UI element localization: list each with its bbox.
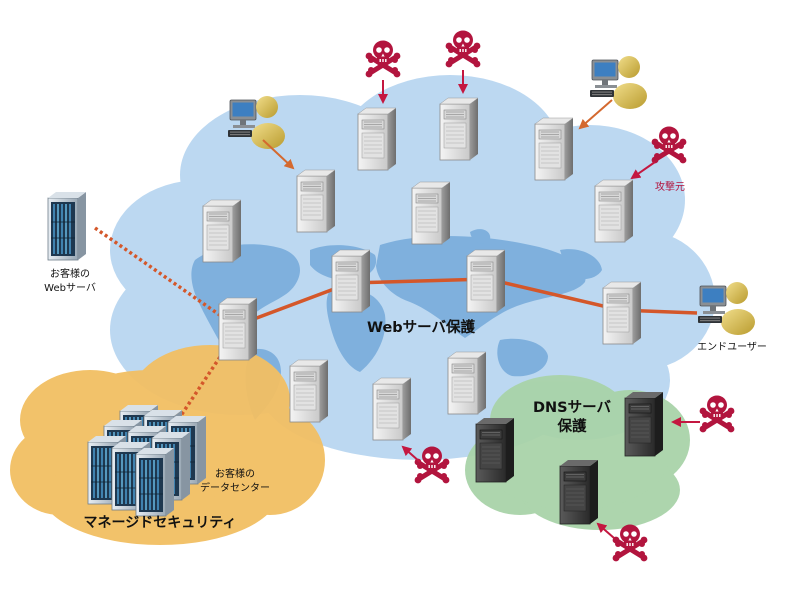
web-protection-label: Webサーバ保護 — [367, 318, 476, 336]
attack-arrows — [378, 70, 700, 539]
skull-crossbones-icon — [700, 396, 735, 433]
rack-server — [135, 447, 175, 517]
dns-server — [559, 459, 599, 525]
skull-crossbones-icon — [613, 525, 648, 562]
dns-protection-label-line2: 保護 — [557, 417, 587, 435]
server — [439, 97, 479, 161]
end-user-label: エンドユーザー — [697, 341, 767, 353]
customer-web-server-label-line2: Webサーバ — [44, 282, 96, 294]
server — [331, 249, 371, 313]
customer-datacenter-label-line2: データセンター — [200, 481, 270, 494]
dns-server — [624, 391, 664, 457]
server — [218, 297, 258, 361]
server — [372, 377, 412, 441]
server — [602, 281, 642, 345]
server — [534, 117, 574, 181]
server — [289, 359, 329, 423]
skull-crossbones-icon — [366, 41, 401, 78]
user-at-computer-icon — [589, 55, 648, 110]
customer-datacenter-label-line1: お客様の — [215, 467, 255, 480]
server — [202, 199, 242, 263]
user-arrows — [262, 99, 613, 170]
customer-web-server — [47, 191, 87, 261]
server — [411, 181, 451, 245]
skull-crossbones-icon — [446, 31, 481, 68]
customer-web-server-label-line1: お客様の — [50, 267, 90, 280]
server — [357, 107, 397, 171]
attacker-label: 攻撃元 — [655, 180, 685, 193]
dns-server — [475, 417, 515, 483]
server — [296, 169, 336, 233]
server — [466, 249, 506, 313]
server — [447, 351, 487, 415]
server — [594, 179, 634, 243]
managed-security-label: マネージドセキュリティ — [84, 515, 237, 531]
skull-crossbones-icon — [652, 127, 687, 164]
dns-protection-label-line1: DNSサーバ — [533, 399, 611, 416]
